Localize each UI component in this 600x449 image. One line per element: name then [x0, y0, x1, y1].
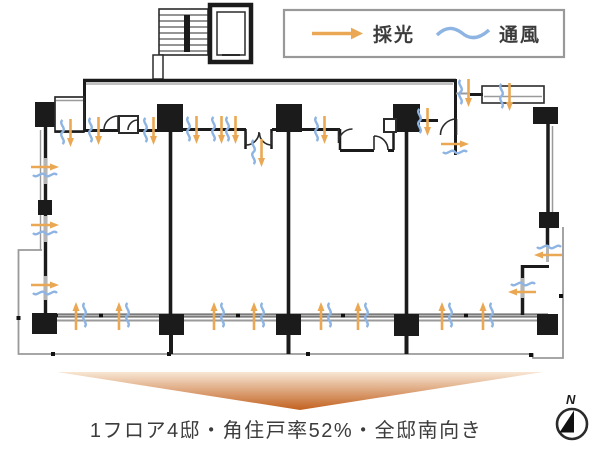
door-arc-icon: [103, 115, 119, 131]
compass: N: [555, 392, 589, 441]
bay-window: [481, 85, 545, 104]
compass-needle-icon: [559, 410, 574, 433]
ventilation-wave-icon: [435, 26, 491, 40]
door-arc-icon: [439, 118, 458, 136]
north-label: N: [566, 392, 576, 407]
south-direction-arrow: [57, 372, 543, 410]
entry-doors: [103, 115, 458, 151]
daylight-arrow-icon: [312, 27, 363, 40]
door-arc-icon: [337, 128, 353, 144]
mullion-dots: [99, 313, 468, 318]
caption: 1フロア4邸・角住戸率52%・全邸南向き: [90, 419, 482, 442]
door-arc-icon: [373, 135, 389, 151]
legend-daylight-label: 採光: [373, 23, 415, 46]
core-wall: [152, 54, 164, 80]
structural-columns: [32, 104, 558, 336]
door-arc-icon: [258, 132, 273, 146]
elevator: [207, 2, 254, 65]
legend-ventilation-label: 通風: [499, 24, 541, 46]
door-arc-icon: [127, 119, 139, 131]
legend: 採光 通風: [282, 8, 566, 59]
stair-elevator-core: [152, 2, 254, 80]
staircase: [158, 8, 209, 56]
